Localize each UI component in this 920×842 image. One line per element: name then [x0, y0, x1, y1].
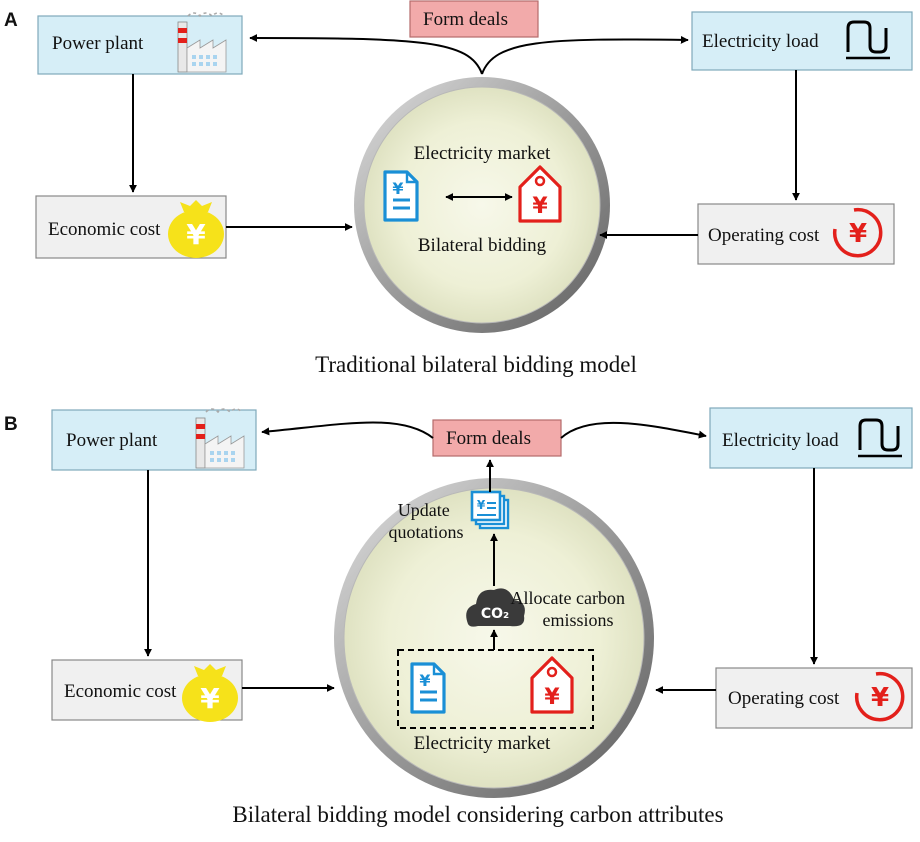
- yen-symbol: ¥: [392, 179, 403, 198]
- power-plant-label: Power plant: [66, 430, 158, 451]
- co2-cloud-icon: CO₂: [466, 588, 525, 627]
- yen-symbol: ¥: [532, 194, 548, 219]
- yen-symbol: ¥: [871, 683, 889, 713]
- allocate-carbon-label: Allocate carbon emissions: [511, 588, 630, 630]
- update-quotations-label: Update quotations: [389, 500, 464, 542]
- yen-cycle-icon: ¥: [832, 207, 883, 258]
- deals-to-plant-arrow: [249, 34, 483, 75]
- price-tag-icon: ¥: [518, 165, 562, 223]
- electricity-load-box: [691, 11, 913, 71]
- market-title: Electricity market: [414, 143, 551, 164]
- power-plant-label: Power plant: [52, 33, 144, 54]
- yen-symbol: ¥: [186, 218, 206, 251]
- panel-b-letter: B: [4, 414, 18, 435]
- electricity-load-label: Electricity load: [702, 31, 819, 52]
- operating-cost-label: Operating cost: [728, 688, 840, 709]
- caption-a: Traditional bilateral bidding model: [315, 352, 637, 377]
- caption-b: Bilateral bidding model considering carb…: [232, 802, 723, 827]
- document-icon: ¥: [410, 662, 446, 714]
- price-tag-icon: ¥: [530, 656, 574, 714]
- co2-label: CO₂: [481, 606, 509, 622]
- electricity-market-circle: [354, 77, 610, 333]
- deals-to-load-arrow: [481, 35, 689, 75]
- deals-to-load-arrow: [560, 421, 707, 439]
- operating-cost-label: Operating cost: [708, 225, 820, 246]
- electricity-load-box: [709, 407, 913, 469]
- yen-symbol: ¥: [200, 682, 220, 715]
- money-bag-icon: ¥: [182, 664, 238, 722]
- quotation-docs-icon: ¥: [470, 490, 510, 530]
- yen-symbol: ¥: [849, 219, 867, 249]
- yen-symbol: ¥: [419, 671, 430, 690]
- economic-cost-label: Economic cost: [48, 219, 161, 240]
- market-title: Electricity market: [414, 733, 551, 754]
- form-deals-label: Form deals: [423, 9, 508, 30]
- market-dashed-box: [397, 649, 594, 729]
- electricity-load-label: Electricity load: [722, 430, 839, 451]
- document-icon: ¥: [383, 170, 419, 222]
- market-subtitle: Bilateral bidding: [418, 235, 547, 256]
- form-deals-label: Form deals: [446, 428, 531, 449]
- form-deals-box: [409, 0, 539, 38]
- yen-cycle-icon: ¥: [854, 671, 905, 722]
- money-bag-icon: ¥: [168, 200, 224, 258]
- panel-a-letter: A: [4, 10, 18, 31]
- yen-symbol: ¥: [544, 685, 560, 710]
- deals-to-plant-arrow: [261, 421, 434, 439]
- yen-symbol: ¥: [477, 498, 486, 512]
- economic-cost-label: Economic cost: [64, 681, 177, 702]
